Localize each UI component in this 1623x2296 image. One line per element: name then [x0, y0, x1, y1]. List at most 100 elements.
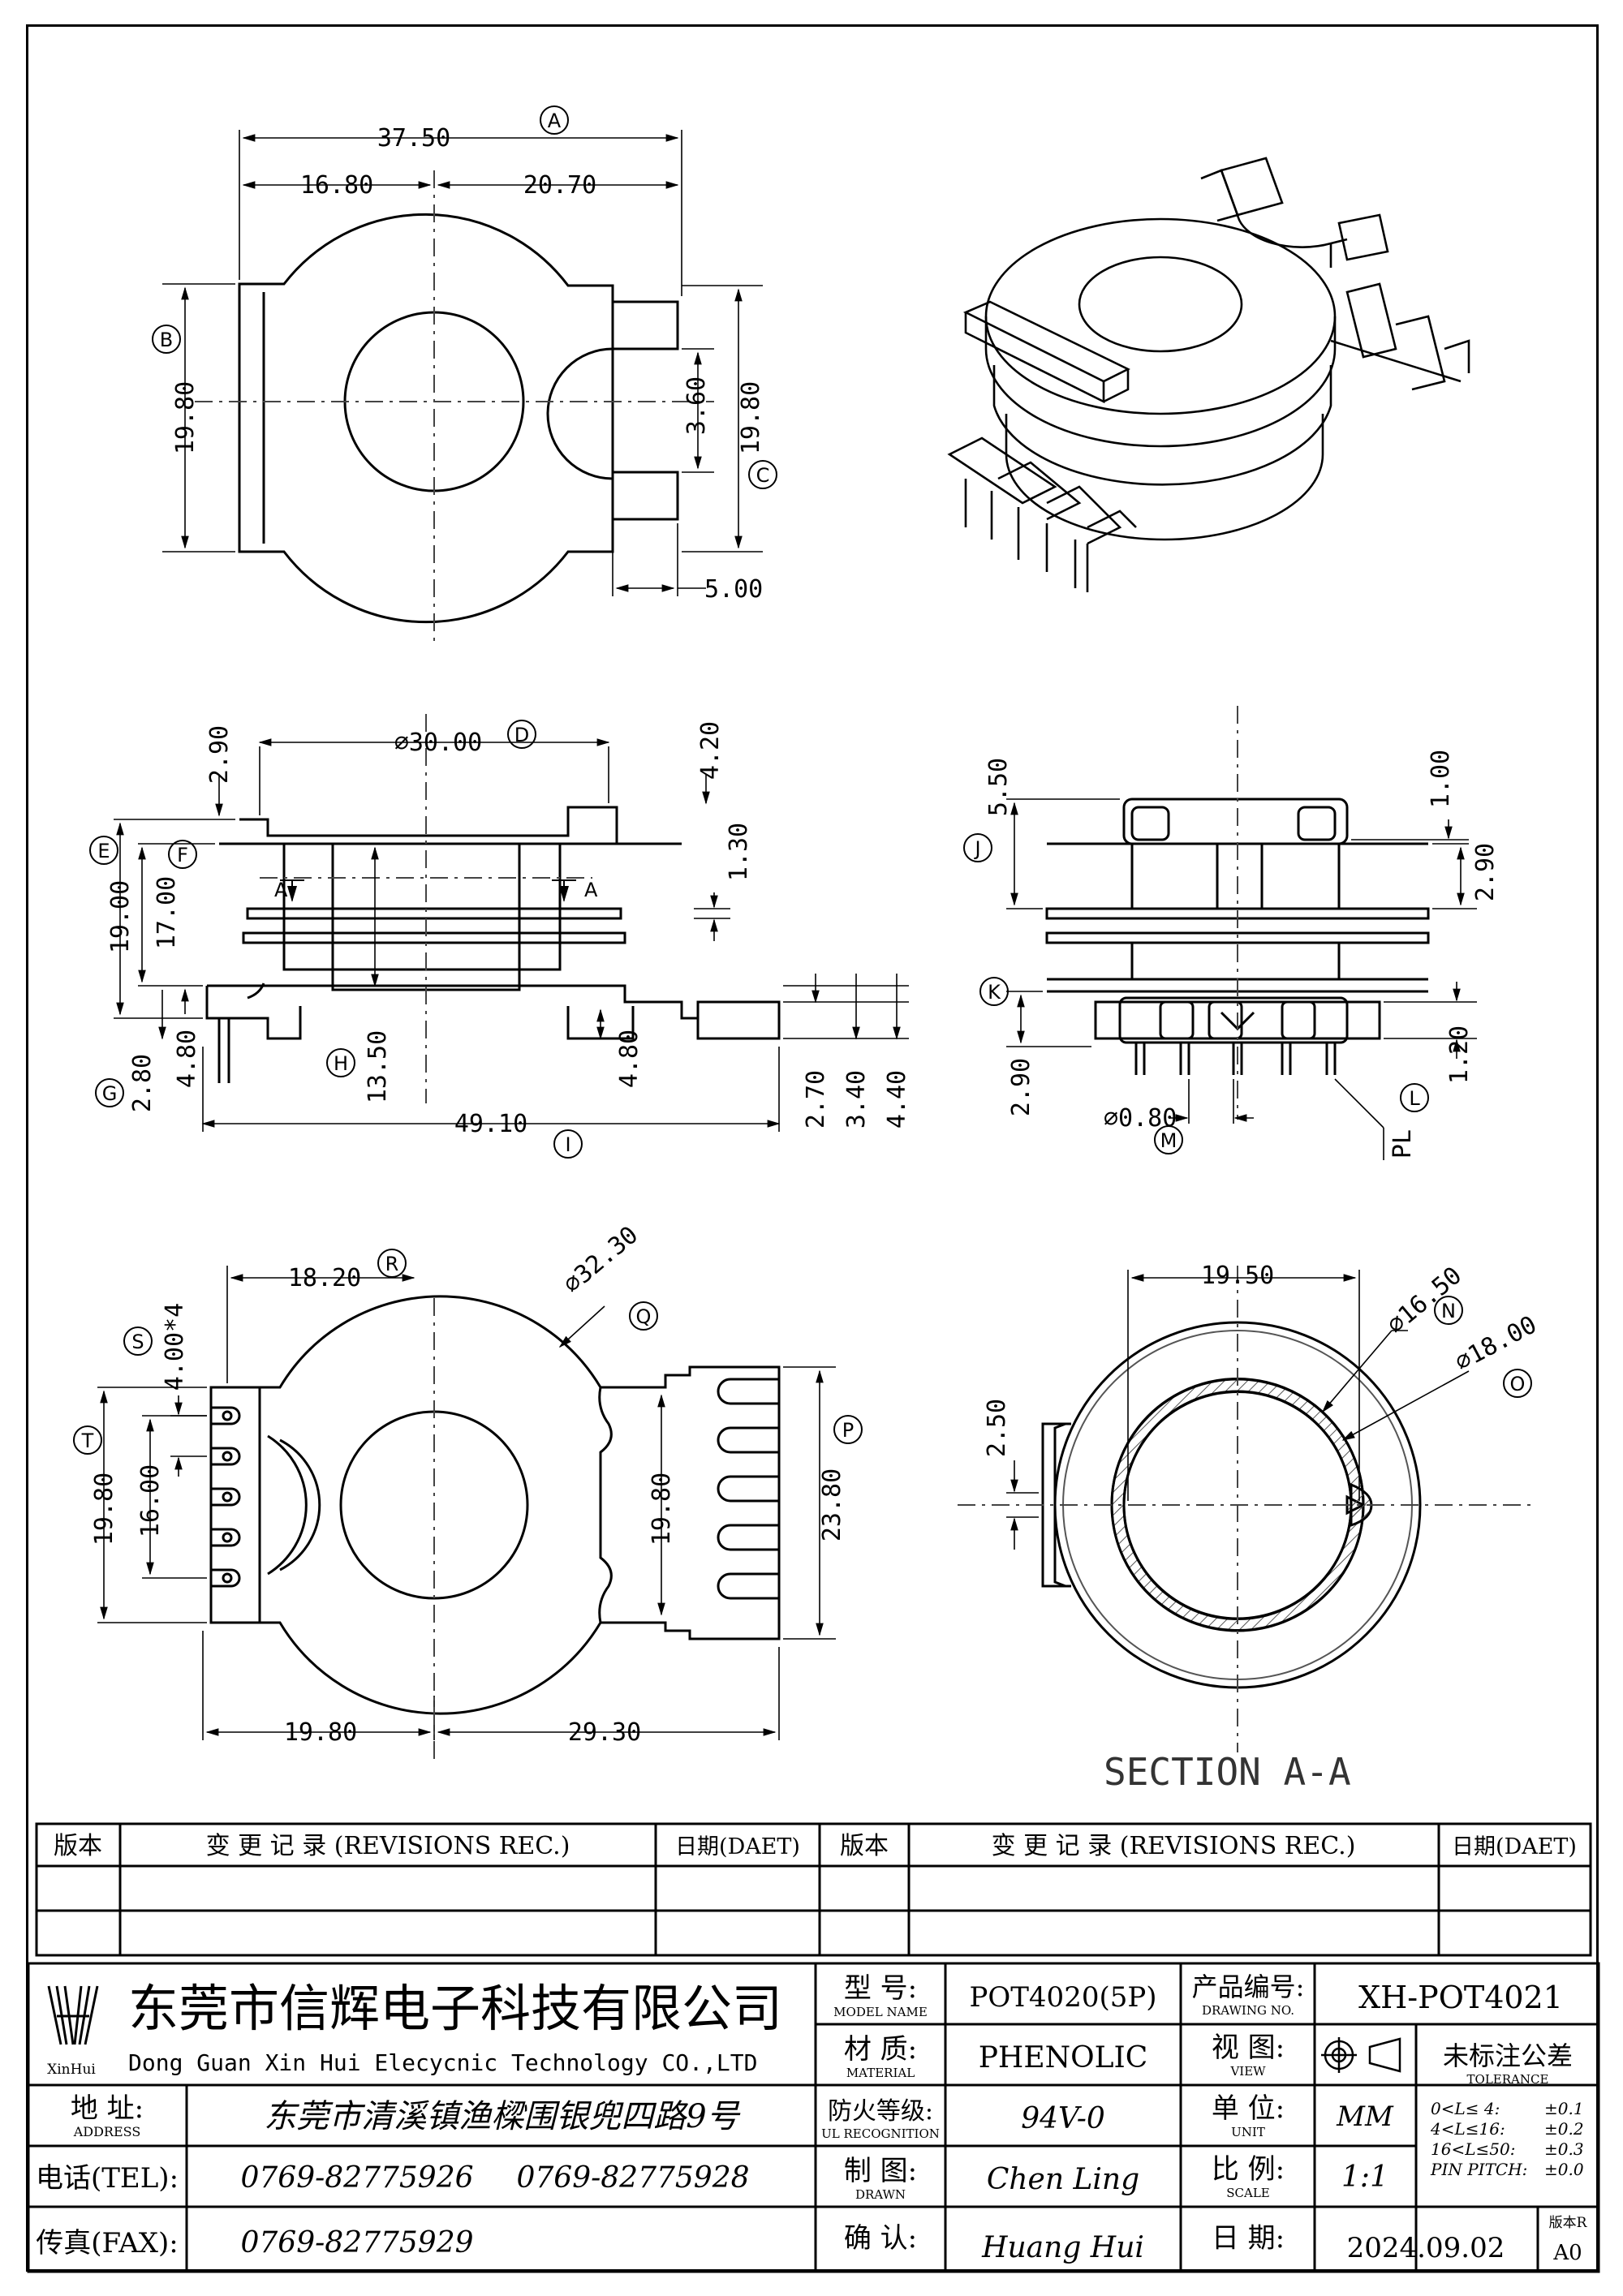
tolerance-title: 未标注公差 — [1443, 2040, 1573, 2071]
callout-p — [833, 1415, 863, 1444]
tolerance-value-1: ±0.1 — [1544, 2099, 1584, 2118]
dim-base-right: 4.80 — [615, 1030, 644, 1088]
front-view — [205, 806, 781, 1083]
dim-diameter: ⌀30.00 — [394, 729, 482, 757]
tolerance-range-4: PIN PITCH: — [1430, 2160, 1527, 2179]
rev-header-version-1: 版本 — [54, 1832, 102, 1860]
dim-bottom-height-left: 19.80 — [90, 1473, 118, 1546]
callout-k-label: K — [988, 981, 1001, 1004]
callout-s-label: S — [131, 1331, 144, 1353]
tel-1: 0769-82775926 — [240, 2161, 473, 2195]
dim-bottom-right-width: 29.30 — [568, 1718, 641, 1747]
callout-l — [1400, 1083, 1429, 1112]
drawing-no-value: XH-POT4021 — [1358, 1980, 1563, 2015]
front-view-texts: ⌀30.00 2.90 4.20 19.00 17.00 1.30 13.50 … — [89, 720, 911, 1159]
scale-label: 比 例: — [1212, 2153, 1285, 2186]
tolerance-value-4: ±0.0 — [1544, 2160, 1584, 2179]
address-label: 地 址: — [71, 2092, 144, 2125]
dim-pin-pitch: PL — [1388, 1129, 1417, 1159]
fire-rating-label: 防火等级: — [828, 2097, 933, 2126]
title-block-texts: 东莞市信辉电子科技有限公司 Dong Guan Xin Hui Elecycni… — [36, 1971, 1588, 2265]
dim-total-length: 49.10 — [454, 1110, 527, 1138]
callout-k — [979, 977, 1009, 1006]
dim-bottom-diameter: ⌀32.30 — [558, 1221, 644, 1299]
section-mark-left: A — [274, 879, 288, 901]
company-logo — [47, 1985, 99, 2045]
dim-overall-width: 37.50 — [377, 124, 450, 153]
rev-header-date-1: 日期(DAET) — [675, 1834, 800, 1860]
dim-inner-height: 17.00 — [153, 876, 181, 949]
section-dimension-lines — [1006, 1270, 1470, 1550]
callout-n — [1434, 1296, 1463, 1325]
callout-e — [89, 836, 118, 865]
callout-i-label: I — [565, 1133, 570, 1156]
date-label: 日 期: — [1212, 2222, 1285, 2255]
tolerance-range-2: 4<L≤16: — [1430, 2119, 1505, 2139]
fax-value: 0769-82775929 — [240, 2226, 473, 2259]
callout-g-label: G — [102, 1082, 118, 1105]
rev-header-version-2: 版本 — [840, 1832, 889, 1860]
bottom-view-dimension-lines — [97, 1266, 836, 1740]
tolerance-value-2: ±0.2 — [1544, 2119, 1584, 2139]
version-label: 版本R — [1549, 2215, 1588, 2231]
callout-f — [168, 840, 197, 869]
callout-a-label: A — [548, 110, 562, 132]
dim-bottom-height-right: 23.80 — [818, 1468, 846, 1541]
dim-base-left: 4.80 — [173, 1030, 201, 1088]
section-view-texts: 19.50 ⌀16.50 ⌀18.00 2.50 N O SECTION A-A — [983, 1262, 1541, 1794]
dim-r1: 2.70 — [802, 1070, 830, 1129]
tel-label: 电话(TEL): — [36, 2162, 179, 2195]
top-view-dimension-lines — [162, 130, 763, 596]
callout-j-label: J — [973, 837, 980, 860]
dim-section-dia-outer: ⌀18.00 — [1450, 1310, 1541, 1377]
callout-l-label: L — [1409, 1087, 1420, 1110]
callout-m — [1154, 1125, 1183, 1154]
drawn-label-en: DRAWN — [855, 2187, 906, 2202]
fax-label: 传真(FAX): — [36, 2227, 178, 2259]
view-label-en: VIEW — [1229, 2064, 1266, 2079]
dim-right-part: 20.70 — [523, 171, 596, 200]
callout-f-label: F — [177, 844, 188, 866]
view-label: 视 图: — [1212, 2032, 1285, 2064]
side-view — [1045, 798, 1430, 1075]
dim-top-right: 4.20 — [696, 721, 725, 780]
dim-bottom-left-width: 19.80 — [284, 1718, 357, 1747]
callout-r — [377, 1249, 407, 1278]
dim-slot: 3.60 — [682, 376, 711, 435]
callout-b — [152, 325, 181, 354]
callout-c-label: C — [756, 464, 770, 487]
date-value: 2024.09.02 — [1347, 2232, 1505, 2264]
material-label: 材 质: — [844, 2033, 917, 2066]
address-value: 东莞市清溪镇渔樑围银兜四路9号 — [264, 2098, 740, 2135]
tel-2: 0769-82775928 — [516, 2161, 749, 2195]
callout-b-label: B — [160, 329, 173, 351]
callout-i — [553, 1129, 583, 1159]
callout-s — [123, 1326, 153, 1356]
dim-height-left: 19.80 — [171, 381, 200, 454]
bottom-view-texts: 18.20 ⌀32.30 4.00*4 19.80 16.00 19.80 23… — [73, 1221, 863, 1747]
callout-a — [540, 105, 569, 135]
callout-n-label: N — [1441, 1300, 1456, 1322]
top-view-texts: 37.50 16.80 20.70 19.80 19.80 3.60 5.00 … — [152, 105, 777, 604]
dim-side-bottom-right: 1.20 — [1445, 1025, 1474, 1084]
callout-o-label: O — [1510, 1373, 1526, 1395]
dim-section-rib: 2.50 — [983, 1399, 1011, 1457]
dim-bottom-center-height: 19.80 — [648, 1473, 676, 1546]
callout-m-label: M — [1160, 1129, 1177, 1152]
dim-pin-spacing: 4.00*4 — [161, 1303, 189, 1391]
dim-bottom-left: 2.80 — [128, 1054, 157, 1112]
tolerance-range-1: 0<L≤ 4: — [1431, 2099, 1500, 2118]
dim-bottom-top-width: 18.20 — [288, 1264, 361, 1292]
callout-j — [963, 833, 992, 862]
dim-pin-width: 5.00 — [704, 575, 763, 604]
version-value: A0 — [1552, 2241, 1582, 2265]
rev-header-records-1: 变 更 记 录 (REVISIONS REC.) — [206, 1832, 570, 1860]
unit-label: 单 位: — [1212, 2092, 1285, 2125]
material-label-en: MATERIAL — [846, 2066, 915, 2080]
front-view-dimension-lines — [114, 738, 909, 1132]
tolerance-value-3: ±0.3 — [1544, 2139, 1584, 2159]
model-value: POT4020(5P) — [970, 1981, 1157, 2014]
callout-d — [507, 720, 536, 749]
dim-side-bottom-left: 2.90 — [1007, 1058, 1035, 1116]
bottom-view — [209, 1295, 781, 1715]
